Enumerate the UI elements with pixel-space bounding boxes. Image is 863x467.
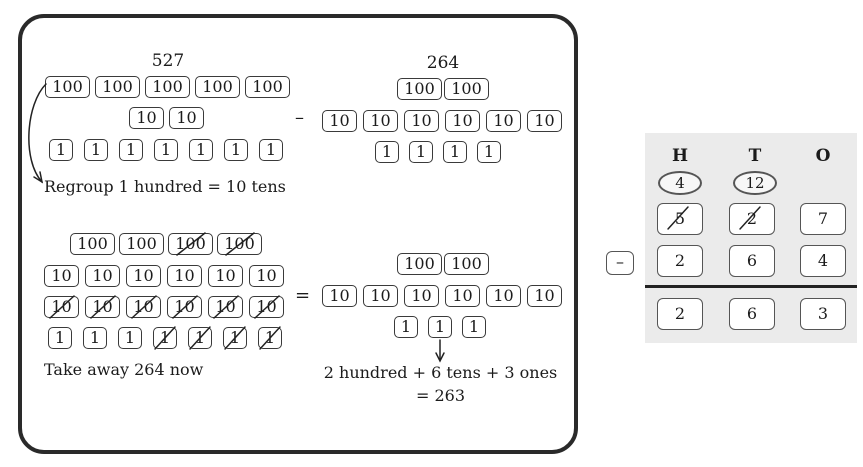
result-value: = 263 bbox=[415, 386, 466, 405]
one-block: 1 bbox=[154, 139, 178, 161]
ten-block: 10 bbox=[322, 285, 357, 307]
header-ones: O bbox=[815, 146, 831, 166]
regrouped-tens-oval: 12 bbox=[733, 171, 777, 195]
hundred-block: 100 bbox=[145, 76, 190, 98]
hundred-block: 100 bbox=[444, 253, 489, 275]
ten-block: 10 bbox=[169, 107, 204, 129]
ten-block: 10 bbox=[167, 265, 202, 287]
ten-block: 10 bbox=[486, 110, 521, 132]
one-block: 1 bbox=[83, 327, 107, 349]
hundred-block: 100 bbox=[45, 76, 90, 98]
hundred-block-crossed: 100 bbox=[217, 233, 262, 255]
hundred-block: 100 bbox=[119, 233, 164, 255]
hundred-block-crossed: 100 bbox=[168, 233, 213, 255]
hundred-block: 100 bbox=[70, 233, 115, 255]
ten-block: 10 bbox=[445, 110, 480, 132]
one-block: 1 bbox=[443, 141, 467, 163]
regrouped-hundreds-oval: 4 bbox=[658, 171, 702, 195]
minuend-ones: 7 bbox=[800, 203, 846, 235]
hundred-block: 100 bbox=[397, 253, 442, 275]
one-block: 1 bbox=[49, 139, 73, 161]
one-block: 1 bbox=[224, 139, 248, 161]
subtrahend-hundreds: 2 bbox=[657, 245, 703, 277]
one-block-crossed: 1 bbox=[153, 327, 177, 349]
ten-block-crossed: 10 bbox=[44, 296, 79, 318]
hundred-block: 100 bbox=[195, 76, 240, 98]
equals-sign: = bbox=[295, 285, 311, 306]
ten-block-crossed: 10 bbox=[126, 296, 161, 318]
one-block: 1 bbox=[477, 141, 501, 163]
hundred-block: 100 bbox=[397, 78, 442, 100]
difference-ones: 3 bbox=[800, 298, 846, 330]
ten-block: 10 bbox=[126, 265, 161, 287]
one-block: 1 bbox=[119, 139, 143, 161]
ten-block-crossed: 10 bbox=[85, 296, 120, 318]
ten-block: 10 bbox=[129, 107, 164, 129]
ten-block: 10 bbox=[445, 285, 480, 307]
hundred-block: 100 bbox=[95, 76, 140, 98]
one-block: 1 bbox=[259, 139, 283, 161]
one-block: 1 bbox=[48, 327, 72, 349]
minuend-hundreds-crossed: 5 bbox=[657, 203, 703, 235]
one-block: 1 bbox=[394, 316, 418, 338]
ten-block-crossed: 10 bbox=[249, 296, 284, 318]
place-value-table: H T O 4 12 5 2 7 2 6 4 2 6 3 bbox=[645, 133, 857, 343]
hundred-block: 100 bbox=[444, 78, 489, 100]
one-block-crossed: 1 bbox=[258, 327, 282, 349]
ten-block: 10 bbox=[486, 285, 521, 307]
ten-block: 10 bbox=[249, 265, 284, 287]
ten-block-crossed: 10 bbox=[167, 296, 202, 318]
ten-block: 10 bbox=[85, 265, 120, 287]
ten-block: 10 bbox=[527, 110, 562, 132]
ten-block: 10 bbox=[404, 285, 439, 307]
difference-tens: 6 bbox=[729, 298, 775, 330]
subtrahend-ones: 4 bbox=[800, 245, 846, 277]
one-block: 1 bbox=[118, 327, 142, 349]
difference-hundreds: 2 bbox=[657, 298, 703, 330]
one-block: 1 bbox=[84, 139, 108, 161]
regroup-note: Regroup 1 hundred = 10 tens bbox=[44, 177, 286, 196]
header-tens: T bbox=[748, 146, 762, 166]
ten-block: 10 bbox=[363, 285, 398, 307]
ten-block: 10 bbox=[363, 110, 398, 132]
ten-block: 10 bbox=[322, 110, 357, 132]
result-expression: 2 hundred + 6 tens + 3 ones bbox=[323, 363, 558, 382]
number-527-label: 527 bbox=[151, 51, 185, 71]
one-block: 1 bbox=[462, 316, 486, 338]
take-away-note: Take away 264 now bbox=[44, 360, 204, 379]
header-hundreds: H bbox=[671, 146, 689, 166]
number-264-label: 264 bbox=[426, 53, 460, 73]
diagram-frame bbox=[18, 14, 578, 454]
one-block: 1 bbox=[409, 141, 433, 163]
ten-block: 10 bbox=[404, 110, 439, 132]
ten-block-crossed: 10 bbox=[208, 296, 243, 318]
minus-sign: – bbox=[295, 107, 304, 128]
one-block: 1 bbox=[428, 316, 452, 338]
ten-block: 10 bbox=[527, 285, 562, 307]
one-block: 1 bbox=[375, 141, 399, 163]
ten-block: 10 bbox=[44, 265, 79, 287]
subtraction-sign-box: – bbox=[606, 251, 634, 275]
one-block-crossed: 1 bbox=[223, 327, 247, 349]
ten-block: 10 bbox=[208, 265, 243, 287]
minuend-tens-crossed: 2 bbox=[729, 203, 775, 235]
hundred-block: 100 bbox=[245, 76, 290, 98]
sum-line bbox=[645, 285, 857, 288]
one-block: 1 bbox=[189, 139, 213, 161]
one-block-crossed: 1 bbox=[188, 327, 212, 349]
subtrahend-tens: 6 bbox=[729, 245, 775, 277]
